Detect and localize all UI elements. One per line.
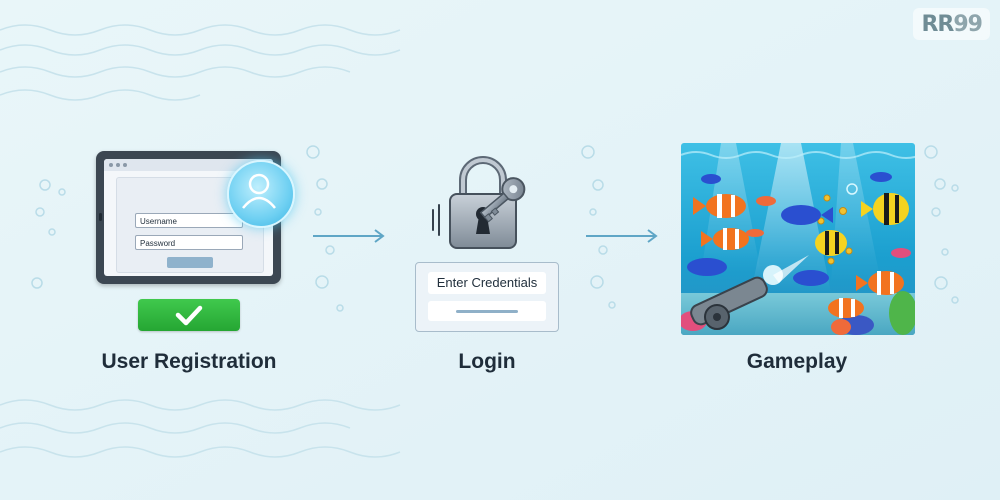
credentials-card: Enter Credentials <box>415 262 559 332</box>
password-field: Password <box>135 235 243 250</box>
user-avatar-icon <box>227 160 295 228</box>
bubbles <box>31 145 959 312</box>
window-dot <box>109 163 113 167</box>
cannon <box>690 276 768 330</box>
arrow-right-icon <box>586 229 658 243</box>
brand-logo-text-b: 99 <box>953 11 983 37</box>
registration-form: Username Password <box>116 177 264 273</box>
checkmark-icon <box>175 305 203 326</box>
tablet-camera <box>99 213 102 221</box>
angelfish <box>861 193 909 225</box>
browser-bar <box>104 159 273 171</box>
motion-lines <box>432 204 440 236</box>
brand-logo-text-a: RR <box>921 11 954 37</box>
padlock-key-icon <box>432 156 526 249</box>
blue-tang <box>687 172 892 286</box>
submit-button <box>167 257 213 268</box>
coral <box>681 291 915 335</box>
arrow-right-icon <box>313 229 385 243</box>
step-label-gameplay: Gameplay <box>746 350 848 373</box>
registration-success-badge <box>138 299 240 331</box>
wave-lines-bottom <box>0 399 401 458</box>
credentials-input <box>428 301 546 321</box>
key <box>479 177 526 223</box>
clownfish <box>693 194 746 218</box>
wave-lines-top <box>0 24 401 101</box>
small-fish <box>746 196 911 258</box>
window-dot <box>116 163 120 167</box>
step-label-registration: User Registration <box>101 350 277 373</box>
window-dot <box>123 163 127 167</box>
gameplay-scene-illustration <box>681 143 915 335</box>
enter-credentials-label: Enter Credentials <box>428 272 546 294</box>
water-blast <box>763 255 809 285</box>
username-field: Username <box>135 213 243 228</box>
step-label-login: Login <box>458 350 516 373</box>
